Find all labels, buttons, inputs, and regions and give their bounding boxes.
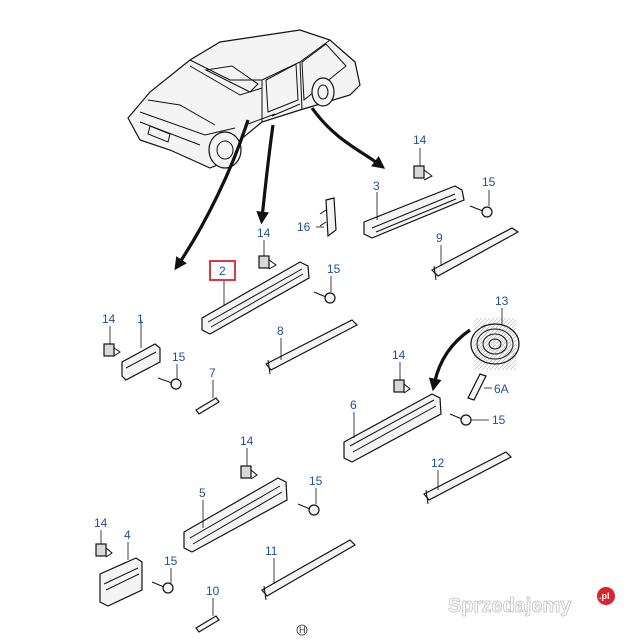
- part-14-clip: [95, 530, 113, 558]
- label-9: 9: [436, 231, 443, 245]
- label-16: 16: [297, 220, 311, 234]
- part-14-clip: [103, 326, 121, 357]
- svg-text:Sprzedajemy: Sprzedajemy: [448, 595, 572, 617]
- label-1: 1: [137, 312, 144, 326]
- part-12-strip: [423, 451, 513, 505]
- label-15: 15: [172, 350, 186, 364]
- part-15-screw: [157, 364, 182, 390]
- footer-code-circle: [296, 624, 308, 636]
- part-5-moulding: [183, 477, 288, 553]
- label-14: 14: [392, 348, 406, 362]
- label-15: 15: [309, 474, 323, 488]
- label-14: 14: [102, 312, 116, 326]
- label-14: 14: [94, 516, 108, 530]
- label-15: 15: [492, 413, 506, 427]
- part-labels: 3 14 15 9 16 14 2 15 13 14 1 8 14 15 7 6…: [94, 133, 509, 598]
- watermark-logo: Sprzedajemy .pl: [448, 587, 615, 617]
- car-illustration: [127, 29, 361, 169]
- part-1-moulding: [121, 320, 161, 381]
- part-7-end-cap: [195, 380, 220, 415]
- part-13-adhesive-tape-roll: [470, 308, 520, 370]
- part-3-moulding: [363, 185, 465, 239]
- label-5: 5: [199, 486, 206, 500]
- part-15-screw: [449, 413, 489, 426]
- highlight-box: [209, 260, 236, 281]
- label-3: 3: [373, 179, 380, 193]
- label-4: 4: [124, 528, 131, 542]
- part-10-end-cap: [195, 598, 220, 633]
- label-6: 6: [350, 398, 357, 412]
- label-12: 12: [431, 456, 445, 470]
- label-15: 15: [327, 262, 341, 276]
- label-2: 2: [219, 264, 226, 278]
- part-16-bracket: [316, 197, 337, 238]
- part-6a-spacer: [467, 373, 492, 401]
- label-15: 15: [482, 175, 496, 189]
- part-15-screw: [297, 488, 320, 516]
- part-14-clip: [413, 148, 433, 181]
- label-14: 14: [240, 434, 254, 448]
- callout-arrows: [174, 107, 471, 392]
- part-2-moulding: [201, 261, 310, 335]
- part-8-strip: [265, 319, 359, 375]
- label-13: 13: [495, 294, 509, 308]
- part-14-clip: [258, 240, 277, 270]
- svg-text:.pl: .pl: [599, 591, 610, 601]
- label-14: 14: [413, 133, 427, 147]
- footer-code: H: [299, 625, 306, 635]
- part-15-screw: [151, 568, 174, 594]
- part-14-clip: [240, 448, 258, 480]
- part-14-clip: [393, 362, 411, 394]
- label-15: 15: [164, 554, 178, 568]
- part-6-moulding: [343, 393, 442, 463]
- part-4-moulding: [99, 542, 143, 607]
- label-10: 10: [206, 584, 220, 598]
- part-15-screw: [313, 276, 336, 304]
- part-15-screw: [469, 190, 493, 218]
- label-8: 8: [277, 324, 284, 338]
- label-6a: 6A: [494, 382, 509, 396]
- part-11-strip: [261, 539, 356, 601]
- part-9-strip: [430, 227, 520, 281]
- label-11: 11: [265, 544, 278, 558]
- label-7: 7: [209, 366, 216, 380]
- label-14: 14: [257, 226, 271, 240]
